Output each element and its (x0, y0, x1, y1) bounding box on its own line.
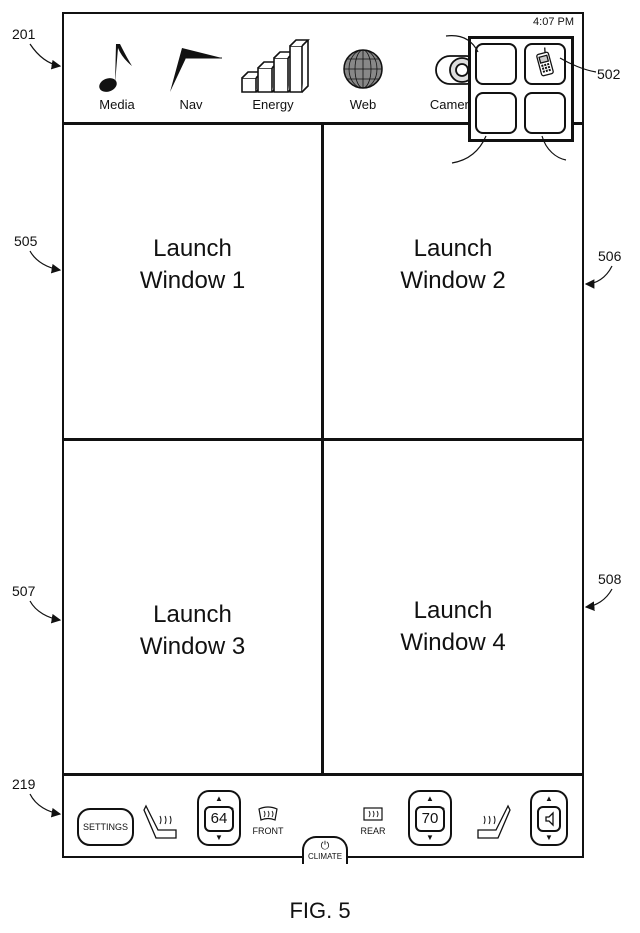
ref-219: 219 (12, 776, 35, 792)
nav-arrow-icon (156, 40, 226, 94)
phone-icon (526, 45, 564, 83)
app-energy-label: Energy (232, 97, 314, 112)
climate-label: CLIMATE (304, 852, 346, 861)
launch-window-2-title: LaunchWindow 2 (324, 233, 582, 297)
left-temp-down-arrow[interactable]: ▼ (199, 833, 239, 842)
layout-tile-3[interactable] (475, 92, 517, 134)
app-media-label: Media (76, 97, 158, 112)
volume-control[interactable]: ▲ ▼ (530, 790, 568, 846)
left-temp-up-arrow[interactable]: ▲ (199, 794, 239, 803)
figure-caption: FIG. 5 (0, 898, 640, 924)
app-energy[interactable]: Energy (238, 40, 308, 116)
ref-505: 505 (14, 233, 37, 249)
front-defrost-icon[interactable] (257, 806, 279, 822)
rear-defrost-icon[interactable] (362, 806, 384, 822)
volume-down-arrow[interactable]: ▼ (532, 833, 566, 842)
ref-508: 508 (598, 571, 621, 587)
app-nav-label: Nav (150, 97, 232, 112)
left-temp-degree: ° (230, 806, 234, 816)
settings-button[interactable]: SETTINGS (77, 808, 134, 846)
app-nav[interactable]: Nav (156, 40, 226, 116)
speaker-icon (537, 806, 561, 832)
ref-507: 507 (12, 583, 35, 599)
power-icon: ⏻ (304, 840, 346, 852)
layout-tile-1[interactable] (475, 43, 517, 85)
ref-201: 201 (12, 26, 35, 42)
right-temp-control[interactable]: ▲ 70 ° ▼ (408, 790, 452, 846)
climate-bar: SETTINGS ▲ 64 ° ▼ FRONT ⏻ CLIMATE REAR ▲ (64, 773, 582, 859)
app-web[interactable]: Web (328, 40, 398, 116)
layout-selector[interactable] (468, 36, 574, 142)
display-screen: 4:07 PM Media Nav (62, 12, 584, 858)
climate-power-button[interactable]: ⏻ CLIMATE (302, 836, 348, 864)
seat-heat-left-icon[interactable] (142, 802, 182, 842)
globe-icon (328, 40, 398, 94)
front-defrost-label: FRONT (243, 826, 293, 836)
launch-window-4-title: LaunchWindow 4 (324, 595, 582, 659)
app-media[interactable]: Media (82, 40, 152, 116)
launch-window-1-title: LaunchWindow 1 (64, 233, 321, 297)
layout-tile-4[interactable] (524, 92, 566, 134)
layout-tile-2[interactable] (524, 43, 566, 85)
rear-defrost-label: REAR (348, 826, 398, 836)
launch-window-4[interactable]: LaunchWindow 4 (324, 438, 582, 773)
energy-bars-icon (238, 40, 308, 94)
launch-window-3[interactable]: LaunchWindow 3 (64, 438, 324, 773)
app-web-label: Web (322, 97, 404, 112)
volume-up-arrow[interactable]: ▲ (532, 794, 566, 803)
launch-window-3-title: LaunchWindow 3 (64, 599, 321, 663)
ref-502: 502 (597, 66, 620, 82)
right-temp-down-arrow[interactable]: ▼ (410, 833, 450, 842)
clock: 4:07 PM (533, 16, 574, 28)
music-note-icon (82, 40, 152, 94)
launch-window-1[interactable]: LaunchWindow 1 (64, 125, 324, 438)
seat-heat-right-icon[interactable] (472, 802, 512, 842)
launch-window-2[interactable]: LaunchWindow 2 (324, 125, 582, 438)
ref-506: 506 (598, 248, 621, 264)
left-temp-control[interactable]: ▲ 64 ° ▼ (197, 790, 241, 846)
right-temp-degree: ° (441, 806, 445, 816)
right-temp-up-arrow[interactable]: ▲ (410, 794, 450, 803)
